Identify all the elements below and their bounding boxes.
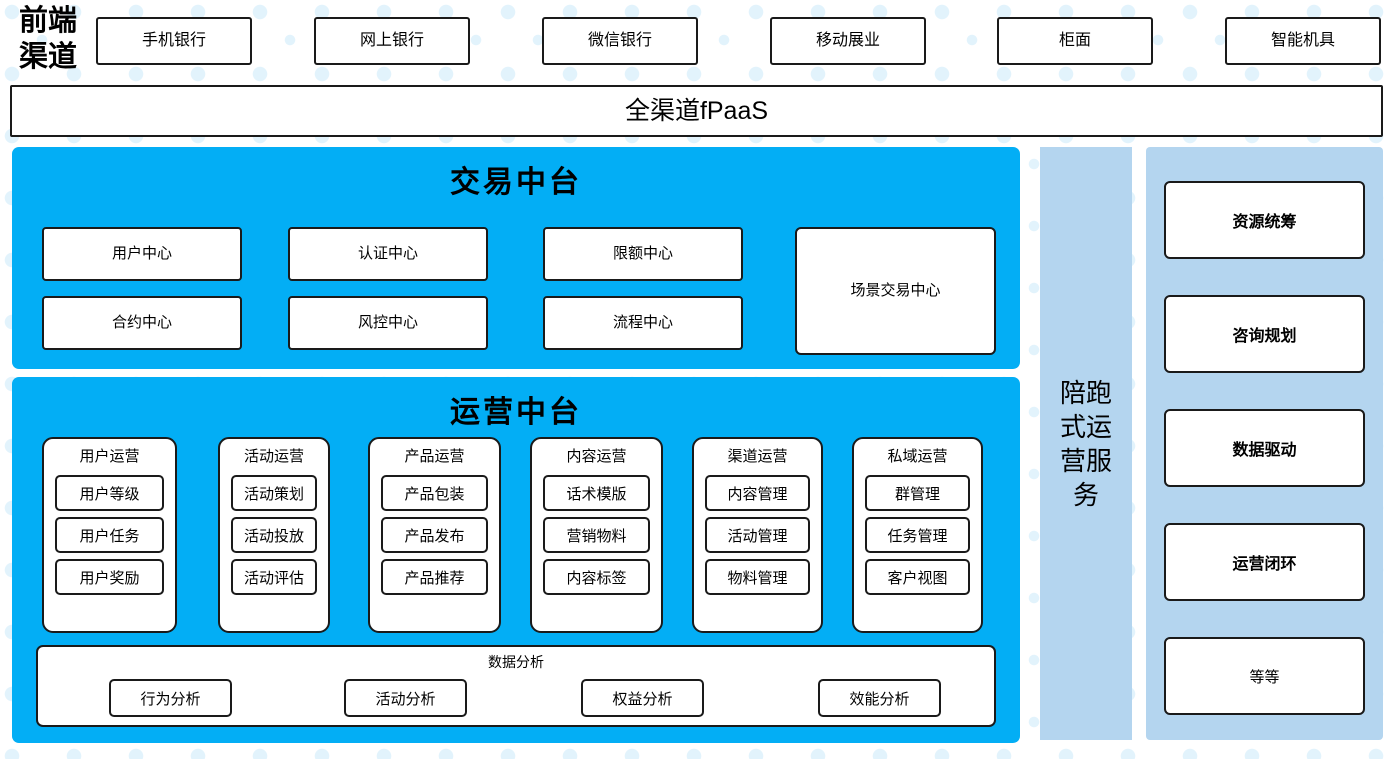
data-analysis-item[interactable]: 权益分析 xyxy=(581,679,704,717)
ops-item[interactable]: 群管理 xyxy=(865,475,970,511)
trade-box-auth-center[interactable]: 认证中心 xyxy=(288,227,488,281)
ops-column-user[interactable]: 用户运营 用户等级 用户任务 用户奖励 xyxy=(42,437,177,633)
data-analysis-item[interactable]: 活动分析 xyxy=(344,679,467,717)
channel-box-mobile-business[interactable]: 移动展业 xyxy=(770,17,926,65)
capability-panel: 资源统筹 咨询规划 数据驱动 运营闭环 等等 xyxy=(1146,147,1383,740)
data-analysis-title: 数据分析 xyxy=(488,654,544,670)
data-analysis-item[interactable]: 行为分析 xyxy=(109,679,232,717)
trade-box-scene-transaction-center[interactable]: 场景交易中心 xyxy=(795,227,996,355)
ops-column-title: 活动运营 xyxy=(243,448,304,465)
ops-column-title: 私域运营 xyxy=(887,448,948,465)
ops-column-channel[interactable]: 渠道运营 内容管理 活动管理 物料管理 xyxy=(692,437,823,633)
omnichannel-fpaas-bar[interactable]: 全渠道fPaaS xyxy=(10,85,1383,137)
channel-box-online-bank[interactable]: 网上银行 xyxy=(314,17,470,65)
channel-box-smart-machine[interactable]: 智能机具 xyxy=(1225,17,1381,65)
ops-item[interactable]: 活动投放 xyxy=(231,517,317,553)
ops-item[interactable]: 内容管理 xyxy=(705,475,810,511)
ops-item[interactable]: 产品包装 xyxy=(381,475,488,511)
ops-item[interactable]: 活动策划 xyxy=(231,475,317,511)
service-bar-label: 陪跑式运营服务 xyxy=(1059,377,1112,510)
ops-column-title: 用户运营 xyxy=(79,448,140,465)
capability-box-etc[interactable]: 等等 xyxy=(1164,637,1365,715)
channel-box-wechat-bank[interactable]: 微信银行 xyxy=(542,17,698,65)
trade-box-process-center[interactable]: 流程中心 xyxy=(543,296,743,350)
ops-item[interactable]: 产品发布 xyxy=(381,517,488,553)
ops-column-title: 渠道运营 xyxy=(727,448,788,465)
ops-column-product[interactable]: 产品运营 产品包装 产品发布 产品推荐 xyxy=(368,437,501,633)
data-analysis-group[interactable]: 数据分析 行为分析 活动分析 权益分析 效能分析 xyxy=(36,645,996,727)
capability-box-resource-coordination[interactable]: 资源统筹 xyxy=(1164,181,1365,259)
ops-item[interactable]: 物料管理 xyxy=(705,559,810,595)
ops-item[interactable]: 产品推荐 xyxy=(381,559,488,595)
ops-center-title: 运营中台 xyxy=(450,396,582,429)
data-analysis-item[interactable]: 效能分析 xyxy=(818,679,941,717)
trade-box-user-center[interactable]: 用户中心 xyxy=(42,227,242,281)
channel-box-counter[interactable]: 柜面 xyxy=(997,17,1153,65)
ops-column-title: 内容运营 xyxy=(566,448,627,465)
ops-item[interactable]: 内容标签 xyxy=(543,559,650,595)
accompanying-operation-service-bar[interactable]: 陪跑式运营服务 xyxy=(1040,147,1132,740)
ops-item[interactable]: 客户视图 xyxy=(865,559,970,595)
ops-item[interactable]: 活动管理 xyxy=(705,517,810,553)
ops-column-title: 产品运营 xyxy=(404,448,465,465)
trade-box-riskcontrol-center[interactable]: 风控中心 xyxy=(288,296,488,350)
frontend-channel-label: 前端 渠道 xyxy=(6,2,90,76)
ops-item[interactable]: 话术模版 xyxy=(543,475,650,511)
ops-item[interactable]: 用户奖励 xyxy=(55,559,164,595)
capability-box-data-driven[interactable]: 数据驱动 xyxy=(1164,409,1365,487)
ops-item[interactable]: 用户等级 xyxy=(55,475,164,511)
trade-box-contract-center[interactable]: 合约中心 xyxy=(42,296,242,350)
ops-column-content[interactable]: 内容运营 话术模版 营销物料 内容标签 xyxy=(530,437,663,633)
ops-column-activity[interactable]: 活动运营 活动策划 活动投放 活动评估 xyxy=(218,437,330,633)
ops-item[interactable]: 活动评估 xyxy=(231,559,317,595)
capability-box-operation-closed-loop[interactable]: 运营闭环 xyxy=(1164,523,1365,601)
frontend-label-line2: 渠道 xyxy=(18,41,77,73)
capability-box-consulting-planning[interactable]: 咨询规划 xyxy=(1164,295,1365,373)
trade-box-limit-center[interactable]: 限额中心 xyxy=(543,227,743,281)
trade-center-title: 交易中台 xyxy=(450,166,582,199)
ops-item[interactable]: 用户任务 xyxy=(55,517,164,553)
frontend-label-line1: 前端 xyxy=(18,5,77,37)
ops-item[interactable]: 任务管理 xyxy=(865,517,970,553)
ops-item[interactable]: 营销物料 xyxy=(543,517,650,553)
ops-column-private-domain[interactable]: 私域运营 群管理 任务管理 客户视图 xyxy=(852,437,983,633)
channel-box-mobile-bank[interactable]: 手机银行 xyxy=(96,17,252,65)
